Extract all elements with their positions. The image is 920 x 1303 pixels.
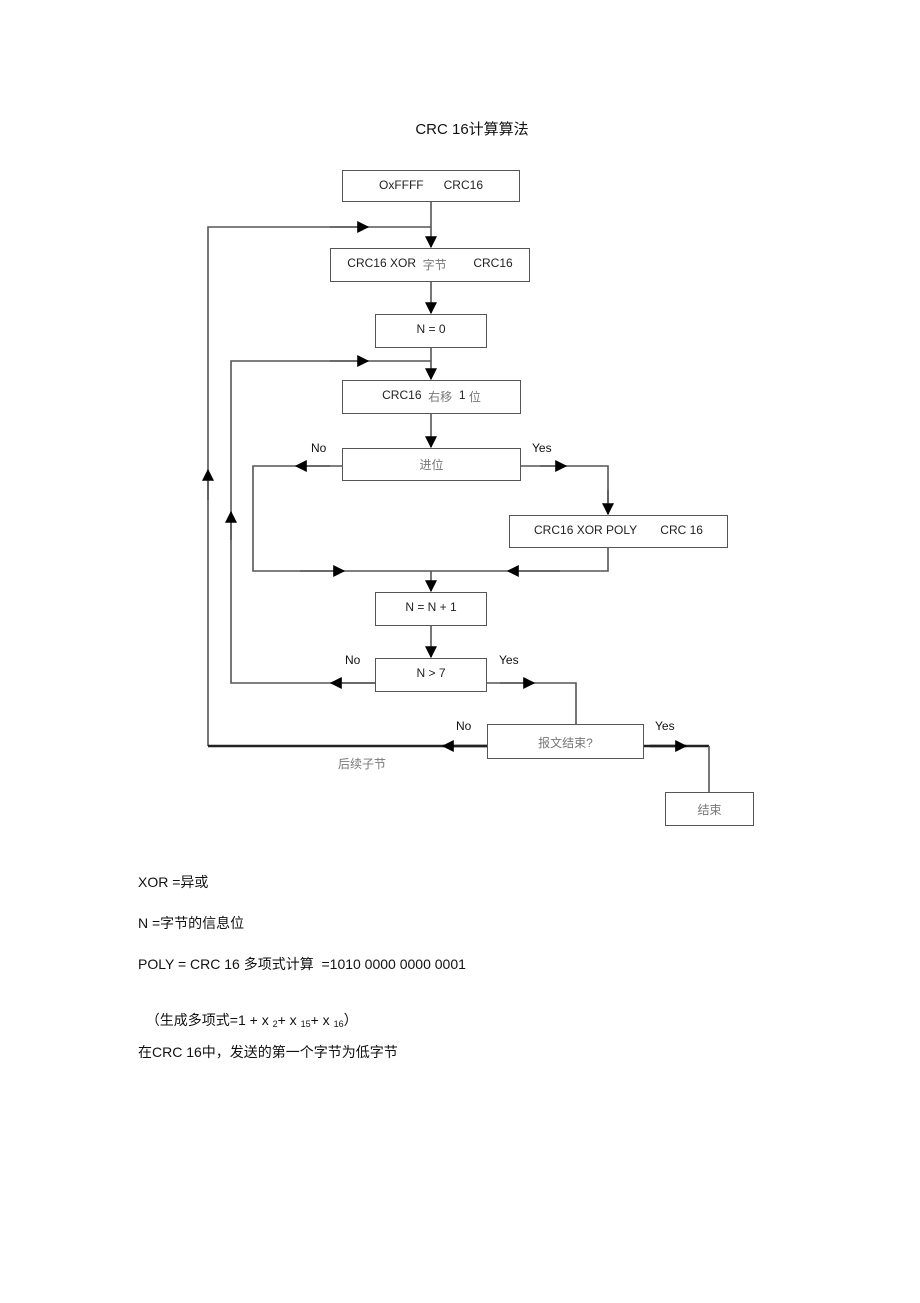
connector-poly-return [431,547,609,572]
generator-exp-1: 2 [272,1019,278,1029]
note-first-byte: 在CRC 16中，发送的第一个字节为低字节 [138,1044,398,1060]
shift-text-2: 右移 [428,390,459,404]
note-poly: POLY = CRC 16 多项式计算 =1010 0000 0000 0001 [138,956,466,972]
generator-mid-1: + x [277,1012,301,1028]
shift-text-4: 位 [465,390,481,404]
page-title: CRC 16计算算法 [415,121,529,138]
carry-box: 进位 [342,448,521,481]
note-xor: XOR =异或 [138,874,209,890]
n-zero-box: N = 0 [375,314,487,348]
end-yes-label: Yes [655,719,675,733]
msg-end-text: 报文结束? [538,736,593,750]
msg-end-box: 报文结束? [487,724,644,759]
xor-byte-box: CRC16 XOR 字节 CRC16 [330,248,530,282]
shift-box: CRC16 右移 1 位 [342,380,521,414]
end-no-label: No [456,719,472,733]
next-byte-label: 后续子节 [338,757,387,771]
n-zero-text: N = 0 [416,322,446,336]
carry-text: 进位 [419,458,444,472]
connector-carry-yes [520,465,609,514]
n-inc-box: N = N + 1 [375,592,487,626]
carry-no-label: No [311,441,327,455]
xor-poly-text: CRC16 XOR POLY CRC 16 [534,523,703,537]
xor-byte-text-1: CRC16 XOR [347,256,423,270]
connector-carry-no [252,465,431,572]
generator-mid-2: + x [310,1012,334,1028]
xor-byte-text-3: CRC16 [446,256,513,270]
generator-suffix: ） [343,1012,358,1028]
end-text: 结束 [697,803,722,817]
xor-poly-box: CRC16 XOR POLY CRC 16 [509,515,728,548]
init-box: OxFFFF CRC16 [342,170,520,202]
shift-text-1: CRC16 [382,388,429,402]
carry-yes-label: Yes [532,441,552,455]
connector-n-yes [486,682,577,724]
xor-byte-text-2: 字节 [422,258,447,272]
note-n: N =字节的信息位 [138,915,245,931]
n-inc-text: N = N + 1 [405,600,457,614]
generator-exp-2: 15 [300,1019,311,1029]
generator-prefix: （生成多项式=1 + x [145,1012,273,1028]
end-box: 结束 [665,792,754,826]
shift-text-3: 1 [458,388,466,402]
n-yes-label: Yes [499,653,519,667]
generator-exp-3: 16 [333,1019,344,1029]
n-gt7-text: N > 7 [416,666,446,680]
note-generator: （生成多项式=1 + x 2+ x 15+ x 16） [138,994,358,1030]
init-box-text: OxFFFF CRC16 [378,178,483,192]
n-gt7-box: N > 7 [375,658,487,692]
n-no-label: No [345,653,361,667]
